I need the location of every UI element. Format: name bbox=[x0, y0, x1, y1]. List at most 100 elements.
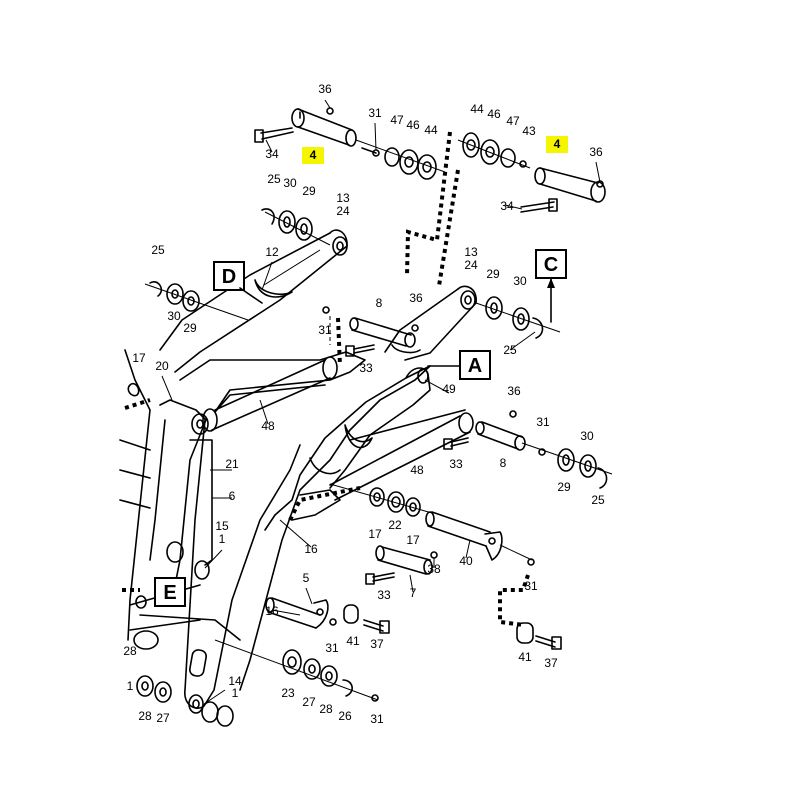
callout-27: 27 bbox=[156, 711, 170, 725]
callout-16: 16 bbox=[304, 542, 318, 556]
callout-16: 16 bbox=[265, 604, 279, 618]
callout-5: 5 bbox=[303, 571, 310, 585]
callout-25: 25 bbox=[151, 243, 165, 257]
section-label-C: C bbox=[535, 249, 567, 323]
pin-5-assembly bbox=[265, 597, 390, 634]
callout-44: 44 bbox=[424, 123, 438, 137]
callout-14: 14 bbox=[228, 674, 242, 688]
callout-29: 29 bbox=[486, 267, 500, 281]
washer-group-right-upper bbox=[475, 296, 561, 339]
callout-30: 30 bbox=[167, 309, 181, 323]
top-right-pin bbox=[457, 132, 606, 213]
callout-46: 46 bbox=[406, 118, 420, 132]
callout-37: 37 bbox=[544, 656, 558, 670]
callout-26: 26 bbox=[338, 709, 352, 723]
callout-highlight-4 bbox=[546, 136, 568, 153]
callout-49: 49 bbox=[442, 382, 456, 396]
svg-text:E: E bbox=[163, 582, 176, 604]
callout-1: 1 bbox=[127, 679, 134, 693]
callout-12: 12 bbox=[265, 245, 279, 259]
callout-43: 43 bbox=[522, 124, 536, 138]
callout-17: 17 bbox=[406, 533, 420, 547]
callout-34: 34 bbox=[500, 199, 514, 213]
section-label-A: A bbox=[427, 350, 491, 380]
callout-31: 31 bbox=[370, 712, 384, 726]
callout-31: 31 bbox=[536, 415, 550, 429]
top-left-pin bbox=[254, 107, 446, 180]
callout-8: 8 bbox=[376, 296, 383, 310]
callout-1: 1 bbox=[232, 686, 239, 700]
callout-46: 46 bbox=[487, 107, 501, 121]
pin-7 bbox=[365, 545, 438, 585]
link-pin-right bbox=[443, 410, 613, 489]
callout-20: 20 bbox=[155, 359, 169, 373]
callout-36: 36 bbox=[507, 384, 521, 398]
washer-group-lower bbox=[214, 639, 379, 702]
callout-41: 41 bbox=[518, 650, 532, 664]
callout-38: 38 bbox=[427, 562, 441, 576]
callout-4: 4 bbox=[554, 137, 561, 151]
bushing-group-center bbox=[329, 483, 433, 517]
callout-31: 31 bbox=[524, 579, 538, 593]
callout-30: 30 bbox=[283, 176, 297, 190]
callout-40: 40 bbox=[459, 554, 473, 568]
callout-7: 7 bbox=[410, 586, 417, 600]
callout-33: 33 bbox=[359, 361, 373, 375]
callout-36: 36 bbox=[589, 145, 603, 159]
svg-text:C: C bbox=[544, 254, 558, 276]
callout-41: 41 bbox=[346, 634, 360, 648]
callout-33: 33 bbox=[377, 588, 391, 602]
lift-arm-right bbox=[264, 365, 431, 531]
callout-17: 17 bbox=[368, 527, 382, 541]
callout-1: 1 bbox=[219, 532, 226, 546]
hydraulic-cylinder-48-left bbox=[202, 356, 338, 432]
callout-27: 27 bbox=[302, 695, 316, 709]
loader-frame-left bbox=[119, 349, 241, 650]
callout-28: 28 bbox=[319, 702, 333, 716]
callout-34: 34 bbox=[265, 147, 279, 161]
callout-13: 13 bbox=[336, 191, 350, 205]
callout-47: 47 bbox=[506, 114, 520, 128]
section-label-E: E bbox=[154, 577, 186, 607]
callout-28: 28 bbox=[123, 644, 137, 658]
callout-17: 17 bbox=[132, 351, 146, 365]
callout-29: 29 bbox=[557, 480, 571, 494]
callout-33: 33 bbox=[449, 457, 463, 471]
callout-21: 21 bbox=[225, 457, 239, 471]
boom-arm-left bbox=[159, 229, 348, 373]
callout-47: 47 bbox=[390, 113, 404, 127]
callout-25: 25 bbox=[503, 343, 517, 357]
svg-text:A: A bbox=[468, 355, 482, 377]
callout-28: 28 bbox=[138, 709, 152, 723]
washer-group-left-upper bbox=[261, 208, 331, 246]
boom-arm-right bbox=[384, 285, 477, 361]
callout-48: 48 bbox=[410, 463, 424, 477]
callout-22: 22 bbox=[388, 518, 402, 532]
callout-36: 36 bbox=[318, 82, 332, 96]
callout-29: 29 bbox=[302, 184, 316, 198]
connector-top-chain bbox=[405, 131, 452, 276]
callout-48: 48 bbox=[261, 419, 275, 433]
washer-group-bottom-left bbox=[136, 675, 234, 727]
nut-41-right bbox=[516, 622, 562, 650]
hydraulic-cylinder-48-right bbox=[329, 409, 474, 501]
callout-29: 29 bbox=[183, 321, 197, 335]
callout-24: 24 bbox=[336, 204, 350, 218]
leader-lines bbox=[161, 99, 601, 705]
callout-24: 24 bbox=[464, 258, 478, 272]
pivot-pin-40 bbox=[425, 511, 535, 566]
callout-13: 13 bbox=[464, 245, 478, 259]
callout-30: 30 bbox=[513, 274, 527, 288]
callout-31: 31 bbox=[368, 106, 382, 120]
callout-15: 15 bbox=[215, 519, 229, 533]
callout-37: 37 bbox=[370, 637, 384, 651]
highlight-layer bbox=[302, 136, 568, 164]
svg-text:D: D bbox=[222, 266, 236, 288]
callout-44: 44 bbox=[470, 102, 484, 116]
callout-4: 4 bbox=[310, 148, 317, 162]
callout-highlight-4 bbox=[302, 147, 324, 164]
washer-group-left-mid bbox=[144, 281, 249, 321]
connector-right-chain bbox=[437, 169, 460, 287]
